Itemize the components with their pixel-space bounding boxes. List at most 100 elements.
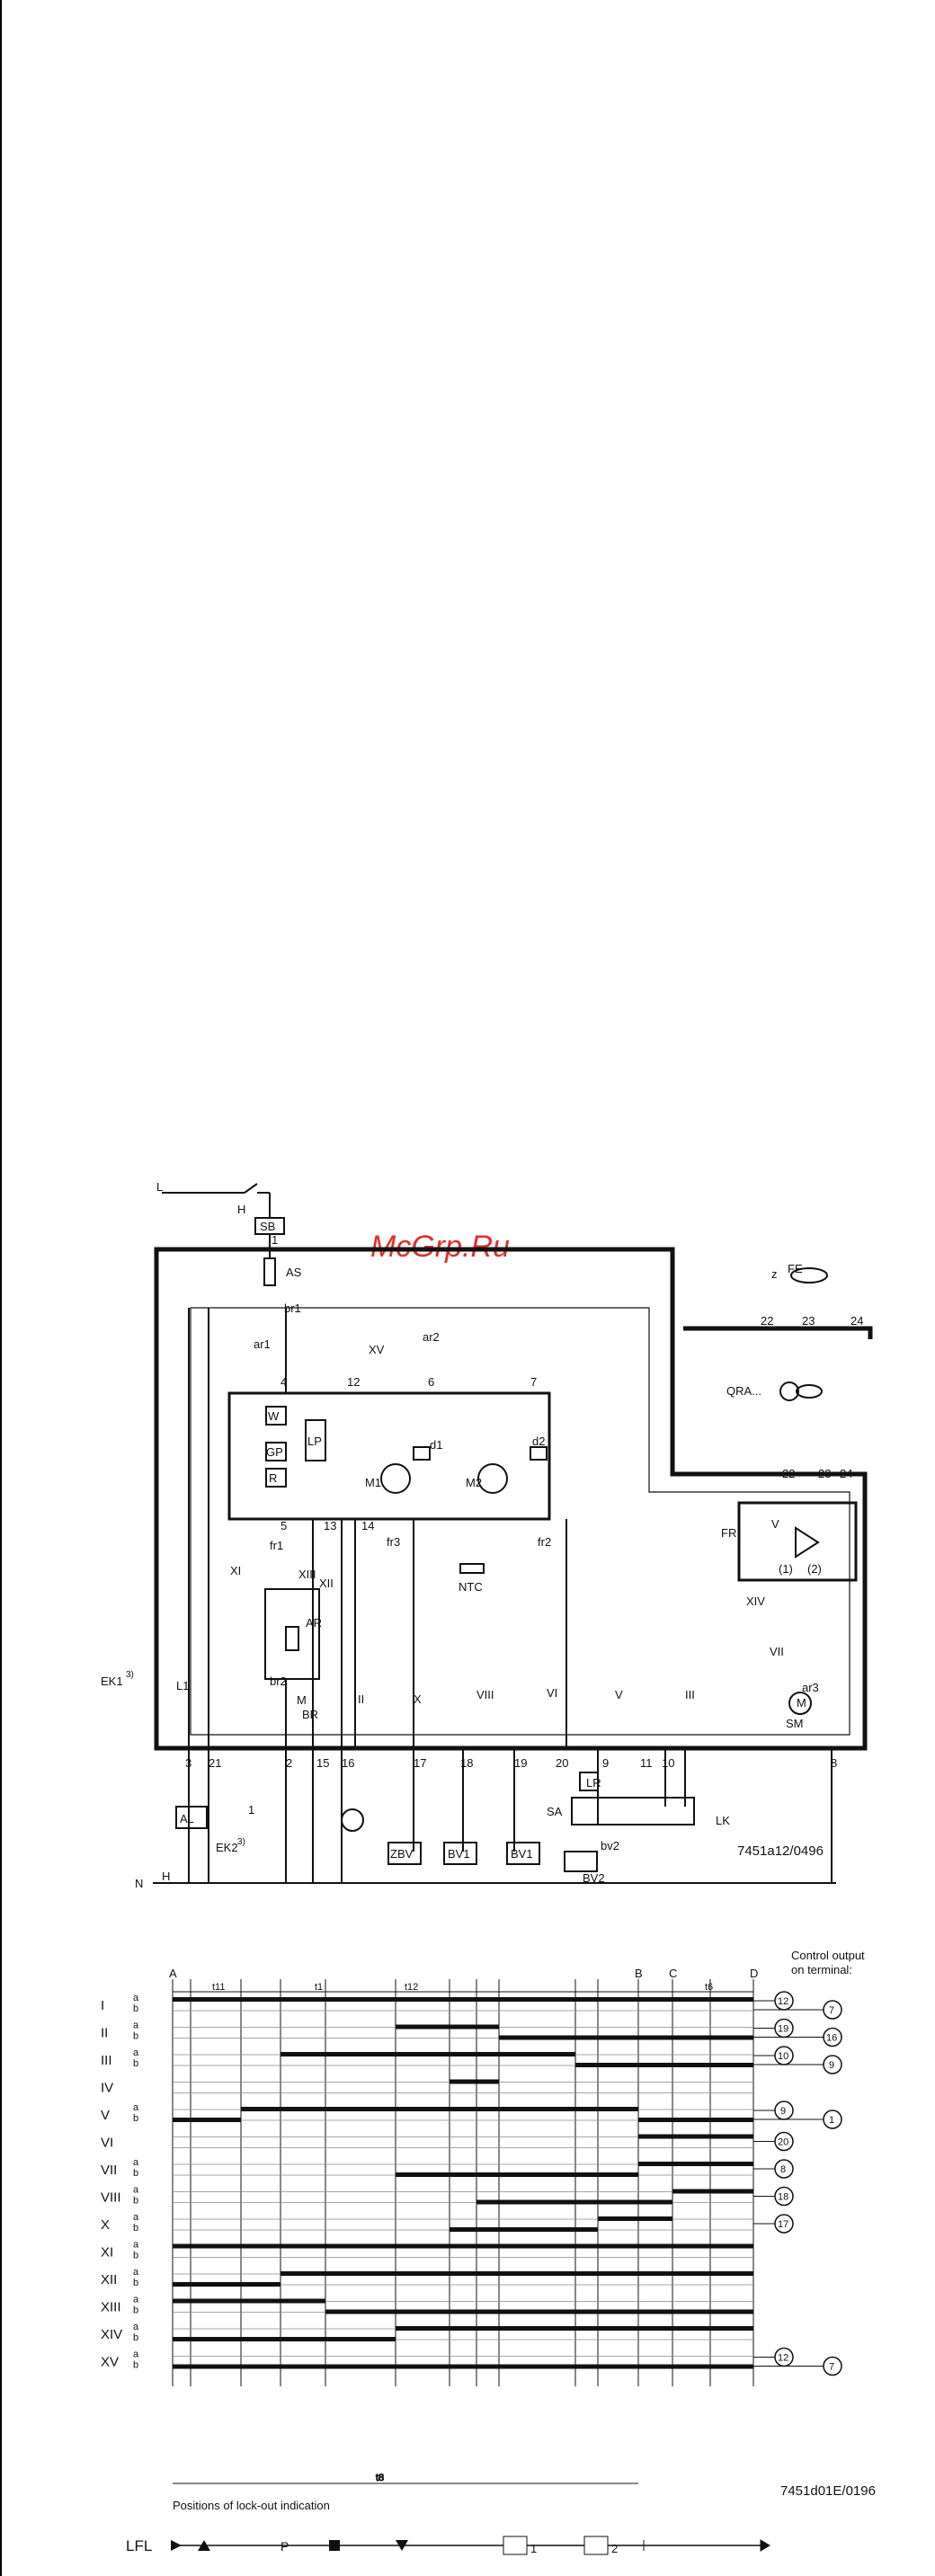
- label-M1: M1: [365, 1476, 381, 1489]
- output-terminal-12: 12: [778, 1996, 788, 2007]
- label-BR: BR: [302, 1708, 318, 1721]
- label-ar1: ar1: [254, 1337, 271, 1351]
- row-label-II: II: [101, 2026, 108, 2041]
- terminal-5: 5: [280, 1519, 287, 1532]
- label-LP: LP: [307, 1435, 322, 1448]
- timing-bar: [672, 2189, 753, 2194]
- interval-t8-bottom: t8: [376, 2473, 384, 2483]
- output-terminal-circle: [823, 2000, 842, 2020]
- row-sub-XV-a: a: [133, 2349, 139, 2360]
- timing-bar: [173, 2118, 241, 2122]
- label-EK2: EK2: [216, 1841, 238, 1854]
- label-GP: GP: [266, 1445, 283, 1459]
- timing-bar: [396, 2326, 753, 2331]
- output-terminal-17: 17: [778, 2219, 788, 2230]
- terminal-7: 7: [530, 1375, 537, 1389]
- timing-bar: [396, 2024, 499, 2030]
- output-terminal-7: 7: [829, 2005, 834, 2016]
- output-terminal-16: 16: [826, 2033, 837, 2044]
- label-H2: H: [162, 1870, 170, 1883]
- timing-bar: [173, 2364, 753, 2369]
- label-ar2: ar2: [423, 1330, 440, 1344]
- on-terminal-header: on terminal:: [791, 1963, 852, 1976]
- label-bv2: bv2: [601, 1839, 619, 1852]
- bv2-box: [564, 1851, 598, 1872]
- row-sub-V-a: a: [133, 2102, 139, 2113]
- bv1-box-a: [443, 1842, 477, 1865]
- label-M2: M2: [466, 1476, 482, 1489]
- timing-bar: [396, 2172, 638, 2177]
- lockout-triangle-up-icon: [198, 2540, 210, 2551]
- label-br1: br1: [284, 1301, 301, 1315]
- row-sub-XI-a: a: [133, 2240, 139, 2251]
- timing-bar: [173, 2243, 753, 2249]
- row-sub-VII-b: b: [133, 2168, 138, 2179]
- schematic-labels: L H SB AS br1 ar1 ar2 XV W GP R LP M1 M2…: [101, 1180, 824, 1890]
- output-terminal-20: 20: [778, 2137, 788, 2148]
- timing-bar: [638, 1997, 753, 2002]
- marker-C: C: [669, 1967, 677, 1980]
- row-label-XI: XI: [101, 2245, 113, 2261]
- sa-lk-box: [571, 1797, 695, 1825]
- terminal-20: 20: [556, 1756, 568, 1770]
- wiring-schematic: [153, 1183, 873, 1884]
- timing-bar: [499, 2035, 753, 2040]
- timing-bar: [638, 2118, 753, 2122]
- timing-bar: [173, 2337, 396, 2341]
- schematic-reference: 7451a12/0496: [737, 1843, 824, 1859]
- timing-bar: [280, 2052, 575, 2056]
- terminal-fe-22: 22: [761, 1314, 773, 1328]
- marker-B: B: [635, 1967, 643, 1980]
- output-terminal-circle: [823, 2110, 842, 2129]
- label-BV2: BV2: [583, 1871, 605, 1885]
- left-edge-bar: [0, 0, 2, 2576]
- bv1-box-b: [506, 1842, 540, 1865]
- lfl-label: LFL: [126, 2537, 152, 2554]
- label-br2: br2: [270, 1674, 287, 1688]
- terminal-14: 14: [361, 1519, 374, 1532]
- lockout-title: Positions of lock-out indication: [173, 2499, 330, 2512]
- label-QRA: QRA...: [726, 1384, 761, 1398]
- label-XIII: XIII: [298, 1568, 316, 1581]
- terminal-amp-23: 23: [818, 1467, 831, 1480]
- terminal-4: 4: [280, 1375, 287, 1389]
- label-SA: SA: [547, 1805, 563, 1818]
- marker-A: A: [169, 1967, 177, 1980]
- output-terminal-circle: [774, 2214, 794, 2234]
- terminal-18: 18: [460, 1756, 473, 1770]
- lockout-p-icon: P: [280, 2539, 289, 2554]
- label-1: (1): [779, 1562, 793, 1576]
- label-ar3: ar3: [802, 1681, 819, 1694]
- ignition-transformer: [341, 1808, 364, 1832]
- label-X: X: [414, 1692, 422, 1706]
- lockout-mark-2: 2: [611, 2542, 618, 2555]
- timing-bar: [173, 1997, 191, 2002]
- label-BV1-a: BV1: [448, 1847, 470, 1861]
- label-XII: XII: [319, 1577, 334, 1590]
- label-EK1: EK1: [101, 1674, 123, 1688]
- terminal-13: 13: [324, 1519, 336, 1532]
- ar-relay-box: [264, 1588, 320, 1680]
- row-sub-XIII-b: b: [133, 2305, 138, 2316]
- terminal-10: 10: [662, 1756, 674, 1770]
- timing-bar: [638, 2162, 753, 2166]
- row-label-III: III: [101, 2053, 112, 2068]
- output-terminal-12: 12: [778, 2353, 788, 2364]
- row-label-XV: XV: [101, 2355, 119, 2370]
- terminal-fe-23: 23: [802, 1314, 815, 1328]
- label-fr3: fr3: [387, 1535, 400, 1549]
- label-AL: AL: [180, 1812, 194, 1825]
- timing-bar: [280, 2271, 753, 2276]
- row-label-XIII: XIII: [101, 2300, 121, 2315]
- lockout-end-icon: [643, 2539, 770, 2552]
